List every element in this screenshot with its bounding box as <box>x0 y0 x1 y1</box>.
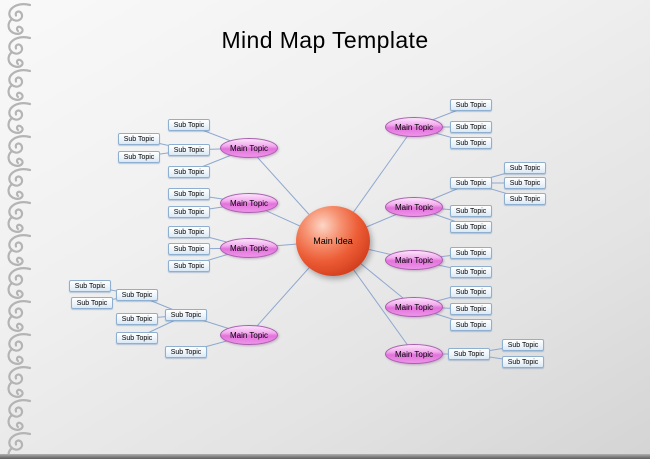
sub-topic-node[interactable]: Sub Topic <box>450 221 492 233</box>
sub-topic-node[interactable]: Sub Topic <box>450 247 492 259</box>
main-topic-node[interactable]: Main Topic <box>385 117 443 137</box>
main-topic-node[interactable]: Main Topic <box>220 238 278 258</box>
main-topic-node[interactable]: Main Topic <box>385 250 443 270</box>
page-title: Mind Map Template <box>221 27 429 53</box>
sub-topic-node[interactable]: Sub Topic <box>168 119 210 131</box>
sub-topic-node[interactable]: Sub Topic <box>502 339 544 351</box>
sub-topic-node[interactable]: Sub Topic <box>450 121 492 133</box>
sub-topic-node[interactable]: Sub Topic <box>69 280 111 292</box>
main-topic-node[interactable]: Main Topic <box>220 193 278 213</box>
sub-topic-node[interactable]: Sub Topic <box>165 346 207 358</box>
main-topic-node[interactable]: Main Topic <box>220 138 278 158</box>
sub-topic-node[interactable]: Sub Topic <box>118 151 160 163</box>
sub-topic-node[interactable]: Sub Topic <box>450 319 492 331</box>
sub-topic-node[interactable]: Sub Topic <box>168 260 210 272</box>
sub-topic-node[interactable]: Sub Topic <box>168 188 210 200</box>
sub-topic-node[interactable]: Sub Topic <box>118 133 160 145</box>
sub-topic-node[interactable]: Sub Topic <box>168 226 210 238</box>
sub-topic-node[interactable]: Sub Topic <box>504 162 546 174</box>
main-topic-node[interactable]: Main Topic <box>385 197 443 217</box>
sub-topic-node[interactable]: Sub Topic <box>168 206 210 218</box>
sub-topic-node[interactable]: Sub Topic <box>116 289 158 301</box>
sub-topic-node[interactable]: Sub Topic <box>116 313 158 325</box>
sub-topic-node[interactable]: Sub Topic <box>450 137 492 149</box>
sub-topic-node[interactable]: Sub Topic <box>168 144 210 156</box>
sub-topic-node[interactable]: Sub Topic <box>504 177 546 189</box>
sub-topic-node[interactable]: Sub Topic <box>450 266 492 278</box>
main-topic-node[interactable]: Main Topic <box>385 344 443 364</box>
sub-topic-node[interactable]: Sub Topic <box>450 286 492 298</box>
bottom-shadow <box>0 454 650 459</box>
sub-topic-node[interactable]: Sub Topic <box>450 205 492 217</box>
sub-topic-node[interactable]: Sub Topic <box>504 193 546 205</box>
sub-topic-node[interactable]: Sub Topic <box>502 356 544 368</box>
sub-topic-node[interactable]: Sub Topic <box>450 99 492 111</box>
sub-topic-node[interactable]: Sub Topic <box>71 297 113 309</box>
main-topic-node[interactable]: Main Topic <box>385 297 443 317</box>
sub-topic-node[interactable]: Sub Topic <box>450 177 492 189</box>
sub-topic-node[interactable]: Sub Topic <box>448 348 490 360</box>
sub-topic-node[interactable]: Sub Topic <box>168 243 210 255</box>
main-topic-node[interactable]: Main Topic <box>220 325 278 345</box>
sub-topic-node[interactable]: Sub Topic <box>168 166 210 178</box>
main-idea-node[interactable]: Main Idea <box>296 206 370 276</box>
sub-topic-node[interactable]: Sub Topic <box>450 303 492 315</box>
sub-topic-node[interactable]: Sub Topic <box>165 309 207 321</box>
sub-topic-node[interactable]: Sub Topic <box>116 332 158 344</box>
